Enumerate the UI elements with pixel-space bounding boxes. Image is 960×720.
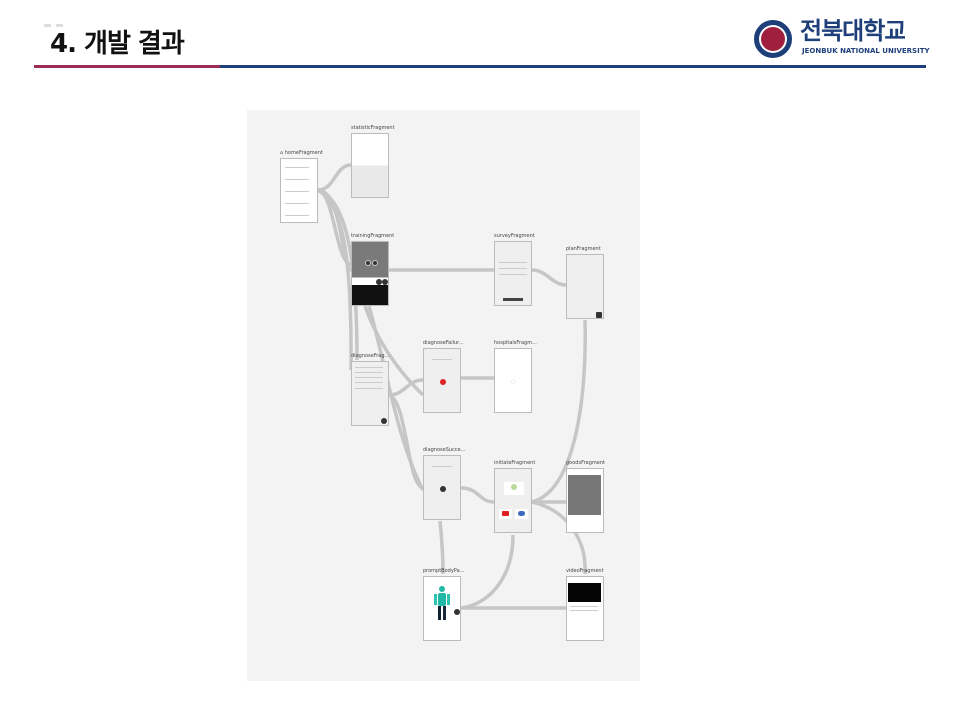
navigation-graph-canvas: ⌂ homeFragment statisticFragment trainin… <box>247 110 640 681</box>
university-seal-icon <box>754 20 792 58</box>
fragment-diagnose-failure[interactable] <box>423 348 461 413</box>
list-line <box>285 203 309 204</box>
fragment-prompt-body[interactable] <box>423 576 461 641</box>
fragment-diagnose[interactable] <box>351 361 389 426</box>
list-line <box>355 367 383 368</box>
link-initiate-prompt <box>460 534 515 610</box>
fragment-label: trainingFragment <box>351 233 395 239</box>
list-line <box>499 268 527 269</box>
text-line <box>432 466 452 467</box>
list-line <box>285 215 309 216</box>
fragment-label: diagnoseFailur... <box>423 340 464 346</box>
link-initiate-plan <box>531 319 587 504</box>
shop-card <box>515 509 528 519</box>
list-line <box>285 167 309 168</box>
control-icon <box>365 260 371 266</box>
logo-name-en: JEONBUK NATIONAL UNIVERSITY <box>802 47 930 55</box>
body-figure-icon <box>434 586 450 620</box>
list-line <box>355 372 383 373</box>
control-icon <box>376 279 382 285</box>
text-line <box>570 610 598 611</box>
header-rule <box>220 65 926 68</box>
fragment-survey[interactable] <box>494 241 532 306</box>
link-home-diagnose-2 <box>317 188 353 371</box>
university-logo: 전북대학교 JEONBUK NATIONAL UNIVERSITY <box>754 18 930 60</box>
fragment-label: initiateFragment <box>494 460 536 466</box>
list-line <box>355 388 383 389</box>
link-training-diagnosefail <box>363 305 425 397</box>
fragment-label: promptBodyPa... <box>423 568 465 574</box>
loading-icon: ◌ <box>511 379 516 385</box>
control-icon <box>372 260 378 266</box>
home-icon: ⌂ <box>280 150 285 156</box>
list-line <box>285 191 309 192</box>
info-icon <box>511 484 517 490</box>
list-line <box>499 274 527 275</box>
fab-icon <box>596 312 602 318</box>
link-diagnose-fail <box>388 378 424 397</box>
fragment-diagnose-success[interactable] <box>423 455 461 520</box>
fragment-video[interactable] <box>566 576 604 641</box>
list-line <box>355 377 383 378</box>
link-home-statistic <box>317 163 352 192</box>
fragment-label: diagnoseSucce... <box>423 447 466 453</box>
fragment-training[interactable] <box>351 241 389 306</box>
text-line <box>432 359 452 360</box>
success-icon <box>440 486 446 492</box>
fragment-initiate[interactable] <box>494 468 532 533</box>
link-diagnose-success <box>388 393 424 490</box>
fragment-label: planFragment <box>566 246 601 252</box>
fragment-label: hospitalsFragm... <box>494 340 537 346</box>
fragment-goods[interactable] <box>566 468 604 533</box>
fragment-label: goodsFragment <box>566 460 605 466</box>
fab-icon <box>454 609 460 615</box>
text-line <box>570 606 598 607</box>
fragment-statistic[interactable] <box>351 133 389 198</box>
fragment-label-text: homeFragment <box>284 150 323 156</box>
youtube-icon <box>502 511 509 516</box>
logo-name-ko: 전북대학교 <box>800 18 906 44</box>
link-home-diagnose <box>317 188 359 361</box>
control-icon <box>382 279 388 285</box>
fragment-label: ⌂ homeFragment <box>280 150 323 156</box>
navigation-links <box>317 163 587 610</box>
header-rule-accent <box>34 65 220 68</box>
fragment-label: statisticFragment <box>351 125 395 131</box>
fail-icon <box>440 379 446 385</box>
video-player <box>568 583 601 602</box>
goods-image <box>568 475 601 515</box>
survey-buttons <box>503 298 523 301</box>
list-line <box>355 382 383 383</box>
fragment-label: videoFragment <box>566 568 604 574</box>
fragment-home[interactable] <box>280 158 318 223</box>
list-line <box>285 179 309 180</box>
youtube-card <box>499 509 512 519</box>
fragment-hospitals[interactable]: ◌ <box>494 348 532 413</box>
fragment-label: surveyFragment <box>494 233 535 239</box>
list-line <box>499 262 527 263</box>
link-success-initiate <box>460 486 495 504</box>
fab-icon <box>381 418 387 424</box>
info-card <box>504 482 524 495</box>
fragment-plan[interactable] <box>566 254 604 319</box>
shop-icon <box>518 511 525 516</box>
link-success-prompt <box>438 520 445 575</box>
link-survey-plan <box>531 268 567 287</box>
page-title: 4. 개발 결과 <box>50 29 185 59</box>
fragment-label: diagnoseFrag... <box>351 353 390 359</box>
decorative-dots <box>44 24 68 27</box>
